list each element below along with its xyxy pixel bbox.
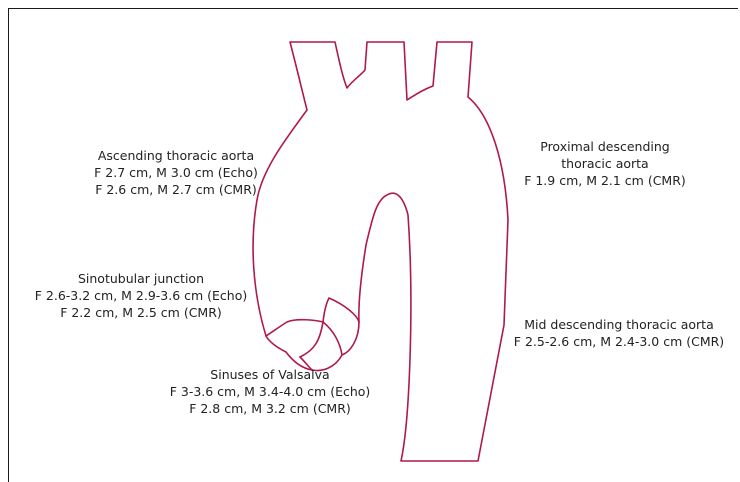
proximal-descending-label: Proximal descending thoracic aorta F 1.9…	[520, 138, 690, 189]
sinotubular-junction-cmr: F 2.2 cm, M 2.5 cm (CMR)	[22, 304, 260, 321]
sinuses-valsalva-title: Sinuses of Valsalva	[150, 366, 390, 383]
sinuses-valsalva-echo: F 3-3.6 cm, M 3.4-4.0 cm (Echo)	[150, 383, 390, 400]
proximal-descending-title-2: thoracic aorta	[520, 155, 690, 172]
sinus-right-cusp	[323, 298, 359, 322]
sinuses-valsalva-label: Sinuses of Valsalva F 3-3.6 cm, M 3.4-4.…	[150, 366, 390, 417]
ascending-aorta-cmr: F 2.6 cm, M 2.7 cm (CMR)	[76, 181, 276, 198]
sinus-middle-cusp	[300, 322, 323, 357]
proximal-descending-cmr: F 1.9 cm, M 2.1 cm (CMR)	[520, 172, 690, 189]
mid-descending-title: Mid descending thoracic aorta	[508, 316, 730, 333]
ascending-aorta-label: Ascending thoracic aorta F 2.7 cm, M 3.0…	[76, 147, 276, 198]
sinuses-valsalva-cmr: F 2.8 cm, M 3.2 cm (CMR)	[150, 400, 390, 417]
ascending-aorta-title: Ascending thoracic aorta	[76, 147, 276, 164]
sinotubular-junction-echo: F 2.6-3.2 cm, M 2.9-3.6 cm (Echo)	[22, 287, 260, 304]
mid-descending-cmr: F 2.5-2.6 cm, M 2.4-3.0 cm (CMR)	[508, 333, 730, 350]
sinotubular-junction-label: Sinotubular junction F 2.6-3.2 cm, M 2.9…	[22, 270, 260, 321]
proximal-descending-title-1: Proximal descending	[520, 138, 690, 155]
sinus-left-cusp	[266, 320, 323, 336]
ascending-aorta-echo: F 2.7 cm, M 3.0 cm (Echo)	[76, 164, 276, 181]
sinus-lower-cusp	[323, 322, 342, 355]
sinotubular-junction-title: Sinotubular junction	[22, 270, 260, 287]
mid-descending-label: Mid descending thoracic aorta F 2.5-2.6 …	[508, 316, 730, 350]
